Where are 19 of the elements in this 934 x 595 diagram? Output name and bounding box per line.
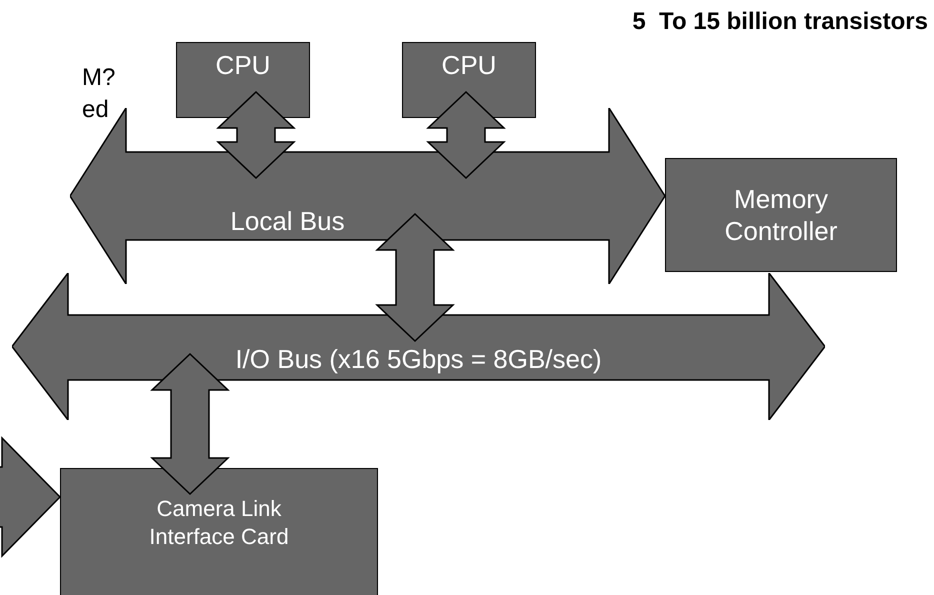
block-arrow (375, 212, 455, 342)
bus-label: Local Bus (229, 206, 346, 237)
component-box (402, 42, 536, 118)
component-label: Camera Link Interface Card (148, 495, 290, 550)
bus-arrow (12, 273, 825, 420)
text-fragment: ed (82, 96, 109, 124)
component-box (176, 42, 310, 118)
component-box (665, 158, 897, 272)
block-arrow (0, 436, 62, 558)
diagram-title: 5 To 15 billion transistors (632, 8, 928, 36)
component-label: CPU (442, 49, 496, 82)
component-box (60, 468, 378, 595)
component-label: Memory Controller (724, 182, 838, 248)
block-arrow (216, 90, 296, 180)
text-fragment: M? (82, 64, 116, 92)
block-arrow (150, 352, 230, 496)
component-label: CPU (216, 49, 270, 82)
block-arrow (426, 90, 506, 180)
bus-label: I/O Bus (x16 5Gbps = 8GB/sec) (234, 344, 603, 375)
